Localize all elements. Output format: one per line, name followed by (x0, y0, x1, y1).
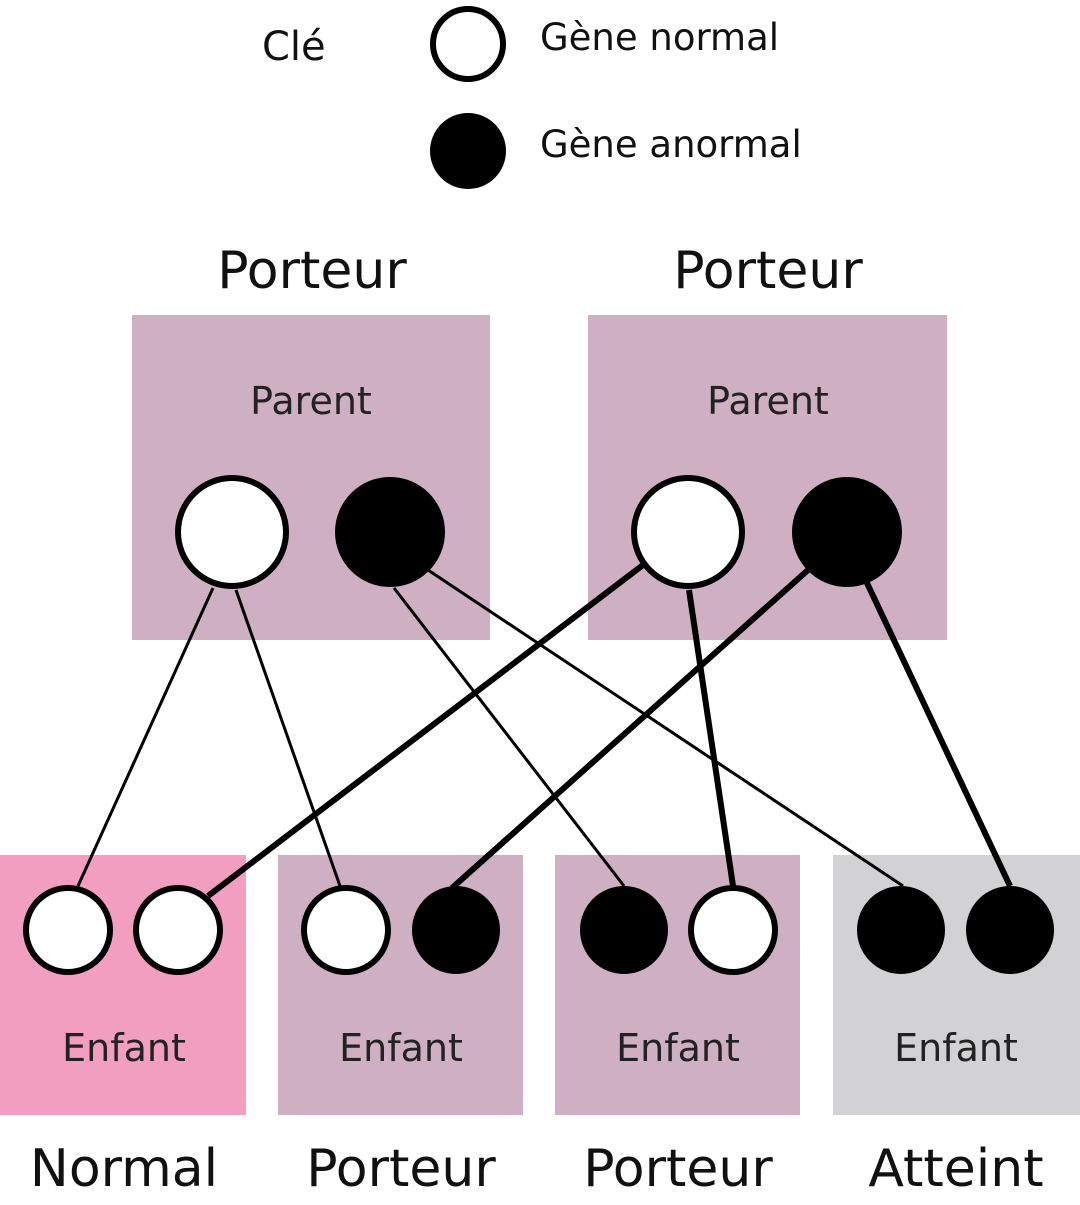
child-2-gene-2 (412, 886, 500, 974)
child-2-box (278, 855, 523, 1115)
child-1-status: Normal (30, 1139, 218, 1199)
parent-1-status: Porteur (217, 241, 407, 301)
child-2-gene-1 (301, 885, 391, 975)
legend-normal-label: Gène normal (540, 16, 779, 59)
child-2-status: Porteur (306, 1139, 496, 1199)
inheritance-lines (76, 562, 1013, 899)
child-1-gene-1 (23, 885, 113, 975)
parent-2-box (588, 315, 947, 640)
line-p1-abnormal-to-child-4 (427, 568, 904, 888)
parent-1-box (132, 315, 490, 640)
line-p2-abnormal-to-child-2 (450, 567, 810, 891)
legend-normal-gene-icon (430, 6, 506, 82)
child-4-status: Atteint (868, 1139, 1043, 1199)
parent-2-abnormal-gene (792, 477, 902, 587)
legend-abnormal-gene-icon (430, 113, 506, 189)
child-4-box (833, 855, 1080, 1115)
parent-1-box-label: Parent (250, 379, 372, 423)
parent-2-status: Porteur (673, 241, 863, 301)
child-4-gene-2 (966, 886, 1054, 974)
line-p1-normal-to-child-1 (76, 587, 215, 887)
parent-1-normal-gene (175, 475, 289, 589)
line-p1-abnormal-to-child-3 (392, 587, 626, 887)
line-p2-abnormal-to-child-4 (864, 581, 1013, 888)
line-p2-normal-to-child-1 (206, 562, 645, 899)
parent-1-abnormal-gene (335, 477, 445, 587)
child-4-gene-1 (857, 886, 945, 974)
child-4-box-label: Enfant (894, 1026, 1018, 1070)
child-2-box-label: Enfant (339, 1026, 463, 1070)
child-1-box-label: Enfant (62, 1026, 186, 1070)
legend-abnormal-label: Gène anormal (540, 123, 802, 166)
parent-2-normal-gene (631, 475, 745, 589)
child-3-gene-1 (580, 886, 668, 974)
child-3-status: Porteur (583, 1139, 773, 1199)
line-p2-normal-to-child-3 (686, 589, 736, 887)
child-3-gene-2 (688, 885, 778, 975)
child-3-box (555, 855, 800, 1115)
child-1-gene-2 (133, 885, 223, 975)
line-p1-normal-to-child-2 (234, 589, 342, 887)
legend-title: Clé (262, 24, 326, 70)
parent-2-box-label: Parent (707, 379, 829, 423)
legend: Clé Gène normal Gène anormal (262, 6, 802, 189)
child-3-box-label: Enfant (616, 1026, 740, 1070)
